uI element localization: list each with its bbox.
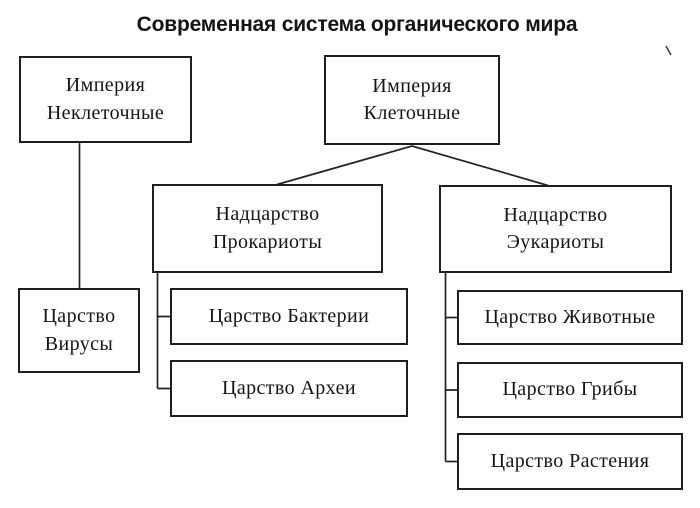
- node-kingdom-viruses: Царство Вирусы: [18, 288, 140, 373]
- node-label: Надцарство: [215, 203, 320, 226]
- node-kingdom-animals: Царство Животные: [457, 290, 683, 345]
- node-kingdom-fungi: Царство Грибы: [457, 362, 683, 418]
- connector-eukaryotes-children: [444, 273, 457, 463]
- connector-prokaryotes-children: [156, 273, 170, 390]
- node-superkingdom-prokaryotes: Надцарство Прокариоты: [152, 184, 383, 273]
- node-superkingdom-eukaryotes: Надцарство Эукариоты: [439, 185, 672, 273]
- node-kingdom-archaea: Царство Археи: [170, 360, 408, 417]
- node-empire-noncellular: Империя Неклеточные: [19, 56, 192, 143]
- node-label: Клеточные: [363, 102, 461, 124]
- node-label: Эукариоты: [506, 231, 605, 253]
- node-label: Царство Бактерии: [208, 304, 370, 327]
- node-label: Царство Животные: [484, 305, 656, 328]
- diagram-title: Современная система органического мира: [136, 13, 578, 36]
- node-kingdom-bacteria: Царство Бактерии: [170, 288, 408, 345]
- node-label: Царство Грибы: [502, 378, 638, 401]
- connector-cellular-superkingdoms: [276, 145, 549, 187]
- node-label: Царство Растения: [490, 449, 650, 472]
- node-empire-cellular: Империя Клеточные: [324, 55, 500, 145]
- node-label: Царство Археи: [222, 376, 356, 399]
- node-label: Надцарство: [503, 203, 608, 226]
- node-label: Прокариоты: [212, 230, 323, 253]
- node-label: Царство: [42, 305, 116, 328]
- node-label: Неклеточные: [46, 101, 165, 124]
- node-label: Вирусы: [44, 332, 114, 355]
- node-kingdom-plants: Царство Растения: [457, 433, 683, 490]
- scan-mark: [665, 45, 672, 56]
- node-label: Империя: [372, 74, 452, 97]
- node-label: Империя: [65, 74, 146, 97]
